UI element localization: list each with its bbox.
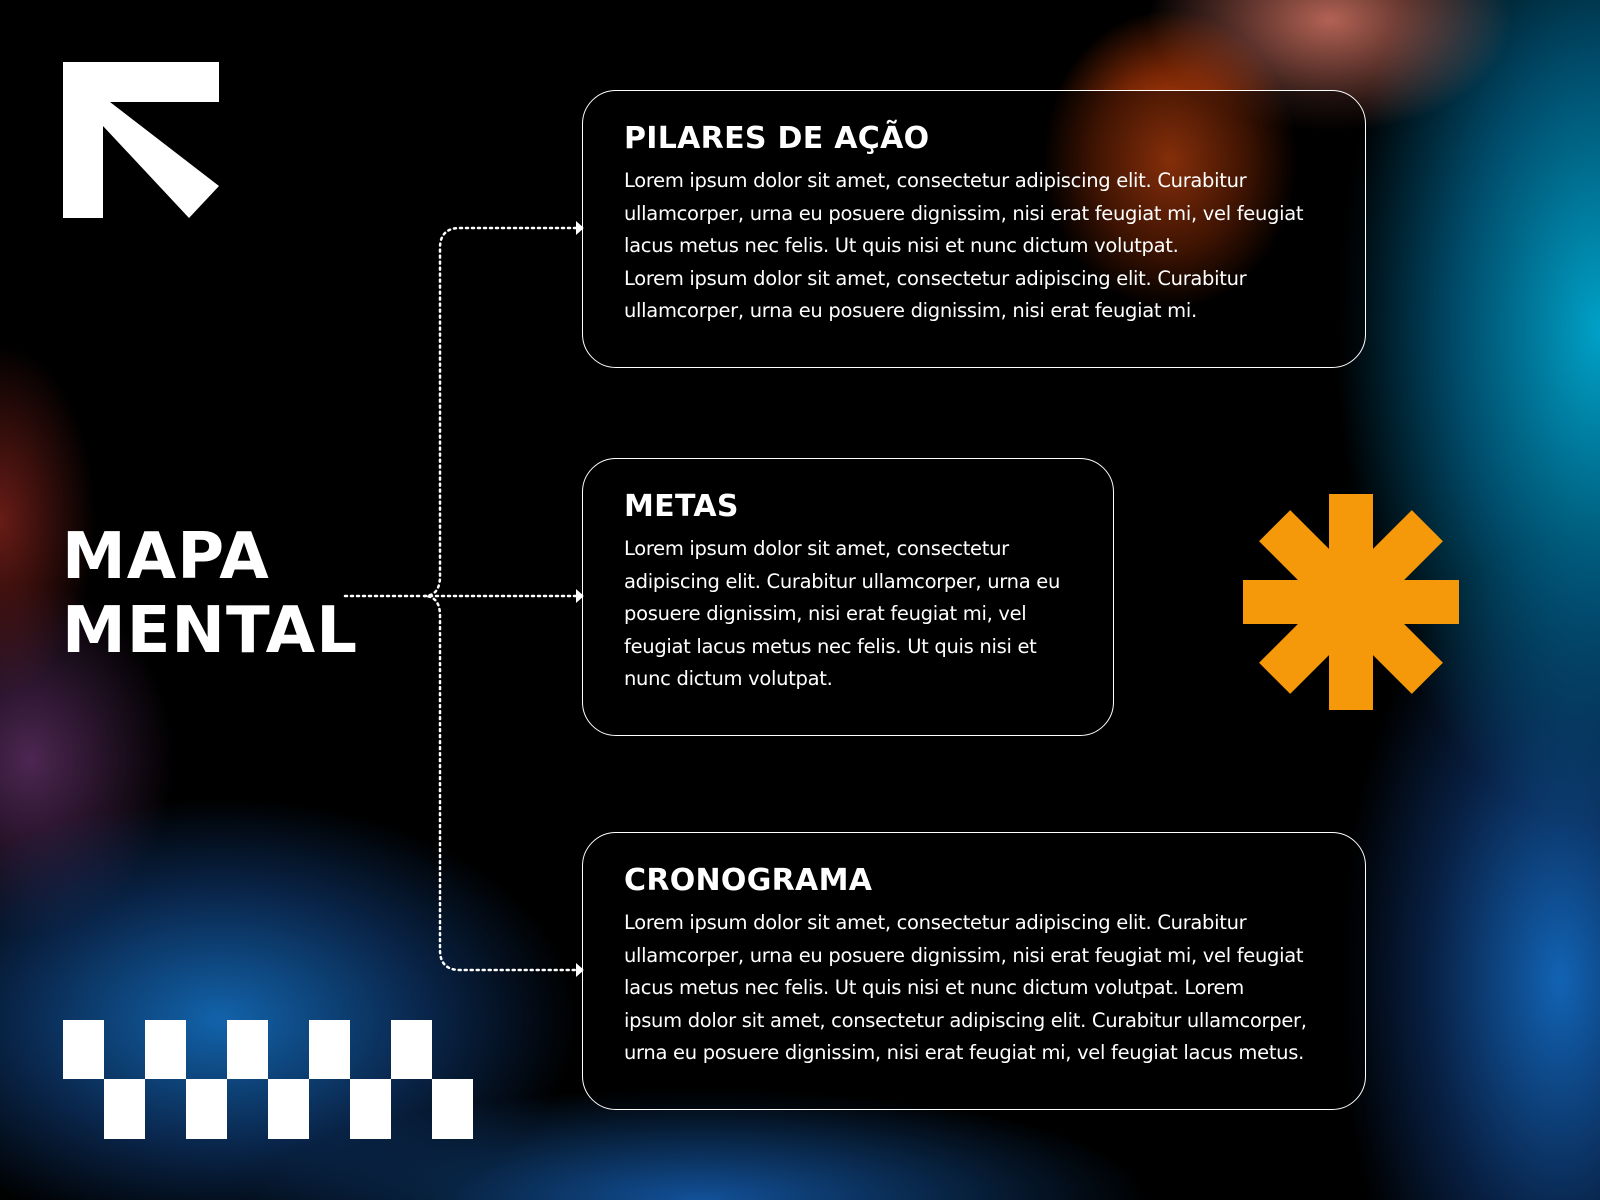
connector-lines [343, 226, 578, 972]
arrowhead-3 [576, 963, 584, 977]
arrowhead-1 [576, 221, 584, 235]
card-heading: CRONOGRAMA [624, 863, 873, 898]
card-text: Lorem ipsum dolor sit amet, consectetur … [624, 169, 1304, 322]
connector-arrowheads [576, 221, 584, 977]
page-title: MAPA MENTAL [62, 520, 358, 668]
card-cronograma: CRONOGRAMA Lorem ipsum dolor sit amet, c… [582, 832, 1366, 1110]
asterisk-icon [1243, 494, 1459, 710]
title-line-2: MENTAL [62, 594, 358, 668]
card-metas: METAS Lorem ipsum dolor sit amet, consec… [582, 458, 1114, 736]
card-text: Lorem ipsum dolor sit amet, consectetur … [624, 537, 1061, 690]
arrow-up-left-icon [63, 62, 219, 218]
connector-branch [423, 226, 578, 972]
card-heading: PILARES DE AÇÃO [624, 121, 930, 156]
title-line-1: MAPA [62, 520, 270, 594]
arrowhead-2 [576, 589, 584, 603]
checkerboard-pattern [63, 1020, 473, 1139]
card-heading: METAS [624, 489, 739, 524]
card-pilares-de-acao: PILARES DE AÇÃO Lorem ipsum dolor sit am… [582, 90, 1366, 368]
card-text: Lorem ipsum dolor sit amet, consectetur … [624, 911, 1307, 1064]
